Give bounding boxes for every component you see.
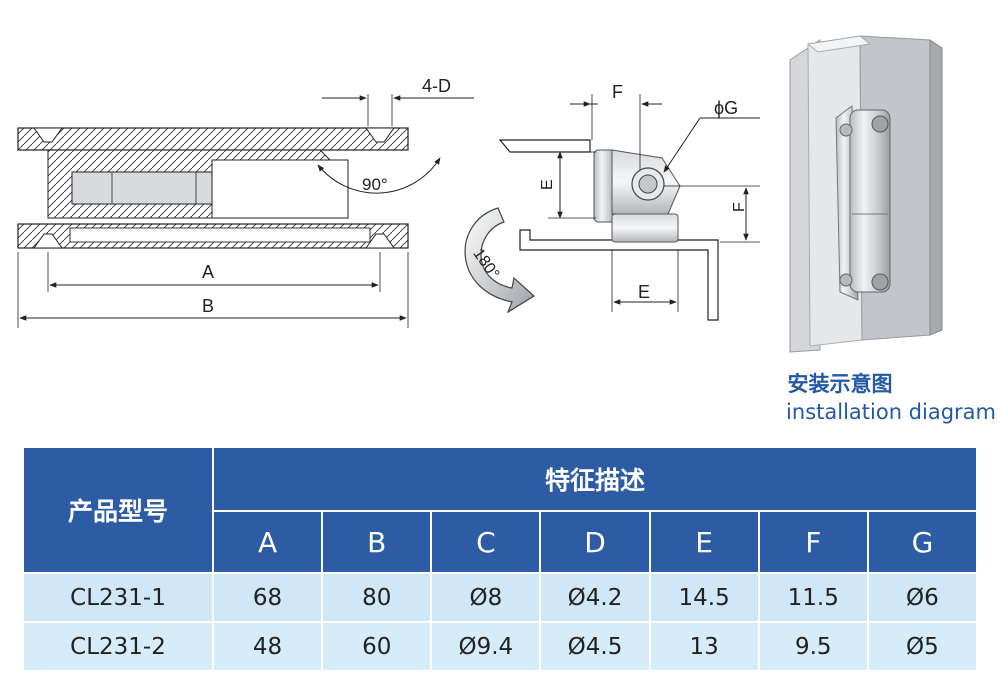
model-cell: CL231-1 <box>22 572 214 623</box>
model-cell: CL231-2 <box>22 621 214 672</box>
column-header-e: E <box>648 510 760 574</box>
model-header: 产品型号 <box>22 446 214 574</box>
column-header-g: G <box>866 510 979 574</box>
dim-label-e-left: E <box>539 179 556 190</box>
dim-label-a: A <box>202 262 214 282</box>
dim-label-b: B <box>202 296 214 316</box>
spec-table: 产品型号 特征描述 A B C D E F G CL231-1 68 80 Ø8… <box>22 446 979 672</box>
cell-b: 80 <box>321 572 433 623</box>
installation-render <box>789 35 943 353</box>
dim-label-e-bottom: E <box>638 282 650 302</box>
cell-a: 48 <box>211 621 324 672</box>
dim-label-f-top: F <box>612 82 623 102</box>
table-header-row-1: 产品型号 特征描述 <box>22 446 978 574</box>
dim-label-g: ϕG <box>714 98 738 118</box>
side-view <box>464 94 760 321</box>
cell-f: 11.5 <box>757 572 869 623</box>
front-section-view <box>17 94 474 328</box>
technical-drawings: 4-D 90° A B F ϕG E F E 180° <box>17 35 943 353</box>
table-header-row-2: A B C D E F G <box>23 510 979 574</box>
cell-b: 60 <box>321 621 433 672</box>
dim-label-4d: 4-D <box>422 76 451 96</box>
cell-d: Ø4.2 <box>539 572 651 623</box>
cell-d: Ø4.5 <box>539 621 651 672</box>
feature-header: 特征描述 <box>212 446 978 512</box>
cell-f: 9.5 <box>757 621 869 672</box>
dim-label-f-right: F <box>731 202 748 212</box>
column-header-c: C <box>430 510 542 574</box>
table-row: CL231-2 48 60 Ø9.4 Ø4.5 13 9.5 Ø5 <box>22 621 979 672</box>
cell-c: Ø8 <box>430 572 542 623</box>
cell-a: 68 <box>211 572 324 623</box>
column-header-b: B <box>321 510 433 574</box>
cell-g: Ø6 <box>866 572 979 623</box>
cell-e: 14.5 <box>648 572 760 623</box>
column-header-a: A <box>211 510 324 574</box>
column-header-f: F <box>757 510 869 574</box>
cell-g: Ø5 <box>866 621 979 672</box>
table-row: CL231-1 68 80 Ø8 Ø4.2 14.5 11.5 Ø6 <box>22 572 979 623</box>
cell-c: Ø9.4 <box>430 621 542 672</box>
caption-chinese: 安装示意图 <box>787 372 893 396</box>
caption-english: installation diagram <box>786 400 996 424</box>
column-header-d: D <box>539 510 651 574</box>
angle-label-90: 90° <box>362 175 388 194</box>
cell-e: 13 <box>648 621 760 672</box>
